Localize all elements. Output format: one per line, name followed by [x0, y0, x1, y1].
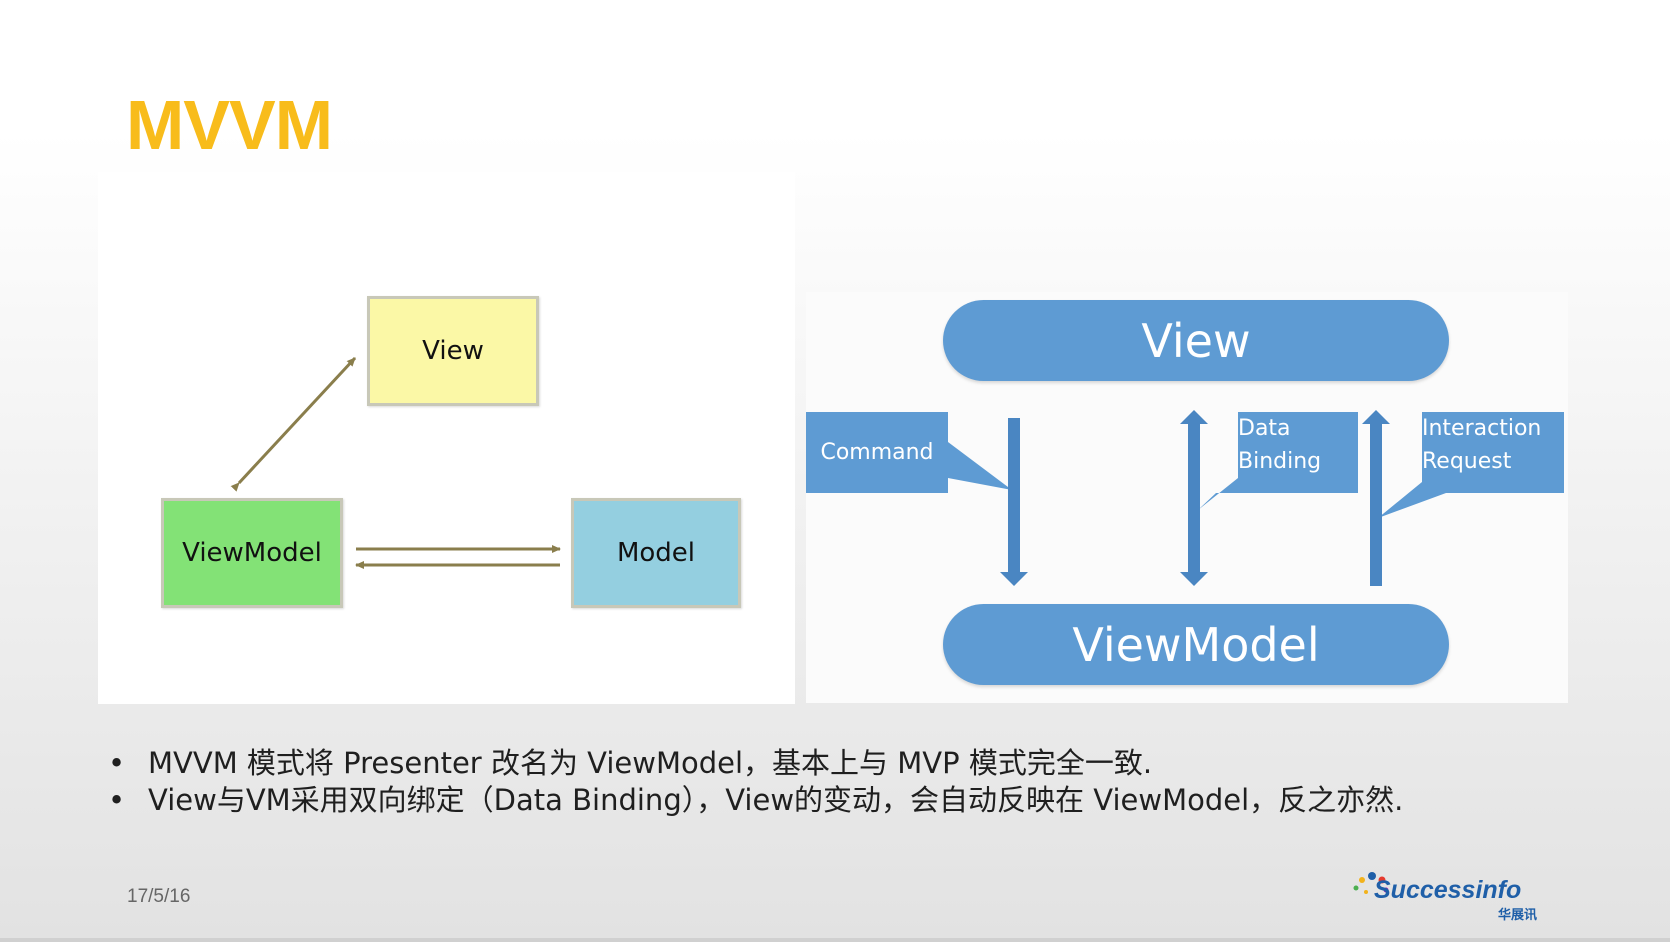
bullet-item: • MVVM 模式将 Presenter 改名为 ViewModel，基本上与 … — [108, 745, 1403, 782]
company-logo: Successinfo 华展讯 — [1350, 870, 1570, 923]
bullet-text: View与VM采用双向绑定（Data Binding），View的变动，会自动反… — [148, 783, 1404, 817]
interaction-label-line1: Interaction — [1422, 416, 1542, 441]
bullet-text: MVVM 模式将 Presenter 改名为 ViewModel，基本上与 MV… — [148, 746, 1153, 780]
interaction-request-callout — [1378, 412, 1564, 518]
command-down-arrow — [1000, 418, 1028, 586]
interaction-up-arrow — [1362, 410, 1390, 586]
interaction-label-line2: Request — [1422, 449, 1512, 474]
colored-dots-logo-icon — [1353, 872, 1389, 894]
binding-double-arrow — [1180, 410, 1208, 586]
right-diagram-shapes — [806, 410, 1564, 586]
right-diagram: View ViewModel Command Data Binding Inte… — [806, 292, 1568, 703]
bullet-item: • View与VM采用双向绑定（Data Binding），View的变动，会自… — [108, 782, 1403, 819]
bullet-marker: • — [108, 746, 126, 780]
model-box: Model — [571, 498, 741, 608]
viewmodel-box: ViewModel — [161, 498, 343, 608]
bottom-divider — [0, 938, 1670, 942]
data-binding-callout — [1198, 412, 1358, 510]
view-viewmodel-arrow — [230, 356, 357, 492]
command-label: Command — [820, 440, 934, 465]
bullet-list: • MVVM 模式将 Presenter 改名为 ViewModel，基本上与 … — [108, 745, 1403, 819]
slide-date: 17/5/16 — [127, 886, 191, 907]
view-pill: View — [943, 300, 1449, 381]
data-binding-label: Data Binding — [1238, 412, 1358, 478]
slide-title: MVVM — [126, 86, 333, 164]
data-binding-label-line1: Data — [1238, 416, 1291, 441]
view-box: View — [367, 296, 539, 406]
left-diagram-arrows — [230, 356, 561, 569]
logo-wordmark: Successinfo — [1374, 876, 1522, 904]
viewmodel-pill: ViewModel — [943, 604, 1449, 685]
interaction-request-label: Interaction Request — [1422, 412, 1564, 478]
left-diagram: View ViewModel Model — [98, 172, 795, 704]
command-callout — [806, 412, 1012, 493]
data-binding-label-line2: Binding — [1238, 449, 1322, 474]
logo-subtitle: 华展讯 — [1498, 908, 1538, 923]
bullet-marker: • — [108, 783, 126, 817]
